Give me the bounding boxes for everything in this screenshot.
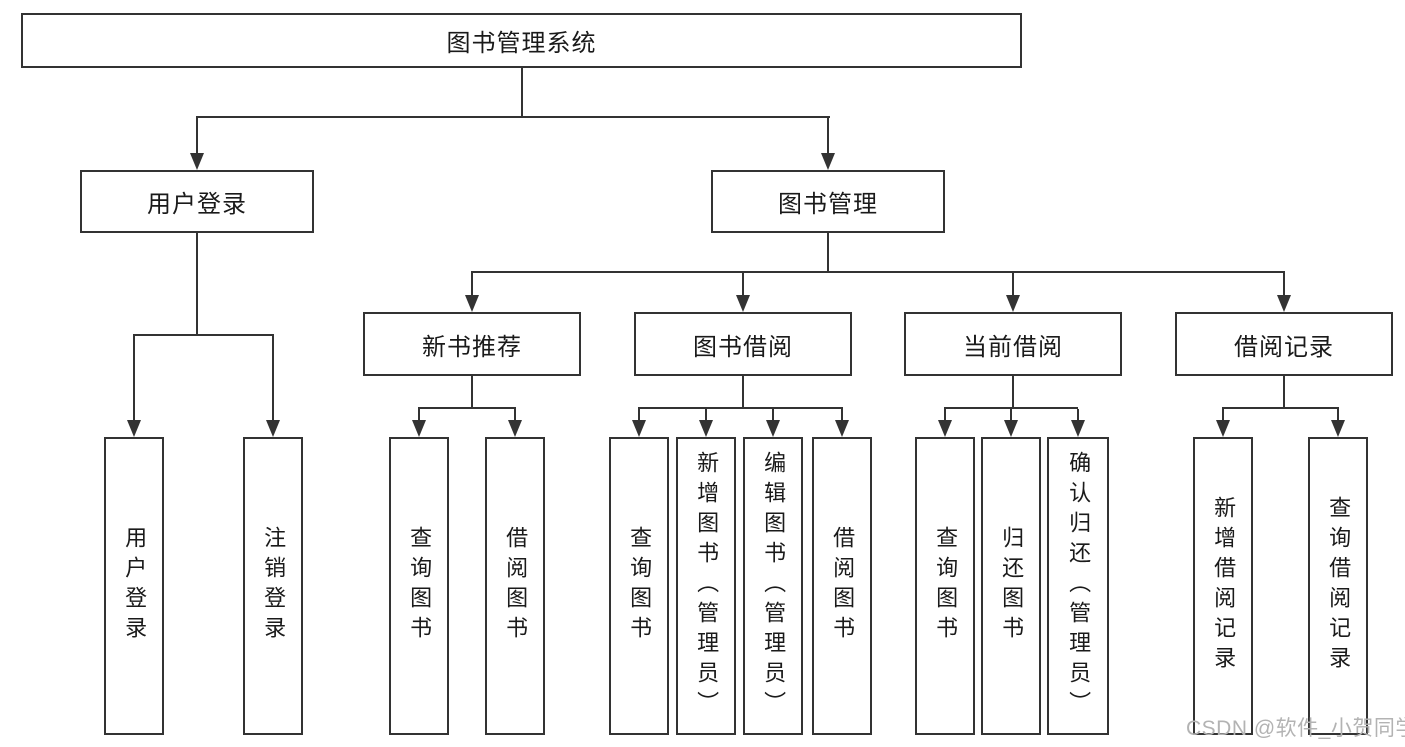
node-current-borrowing: 当前借阅	[904, 312, 1122, 376]
connector-line	[827, 231, 829, 273]
node-label: 图书管理	[778, 191, 878, 218]
node-label: 新增借阅记录	[1211, 496, 1237, 676]
arrowhead-down-icon	[1071, 420, 1085, 437]
arrowhead-down-icon	[1277, 295, 1291, 312]
arrowhead-down-icon	[412, 420, 426, 437]
leaf-query-borrow-record: 查询借阅记录	[1308, 437, 1368, 735]
connector-line	[1283, 273, 1285, 296]
leaf-borrow-books-recommend: 借阅图书	[485, 437, 545, 735]
arrowhead-down-icon	[1216, 420, 1230, 437]
connector-line	[196, 118, 198, 154]
connector-line	[841, 409, 843, 421]
node-label: 用户登录	[122, 526, 148, 646]
node-label: 归还图书	[999, 526, 1025, 646]
arrowhead-down-icon	[1004, 420, 1018, 437]
node-user-login-branch: 用户登录	[80, 170, 314, 233]
leaf-add-book-admin: 新增图书（管理员）	[676, 437, 736, 735]
connector-line	[742, 273, 744, 296]
node-label: 查询图书	[627, 526, 653, 646]
node-label: 新书推荐	[422, 333, 522, 361]
connector-line	[521, 66, 523, 118]
node-book-management: 图书管理	[711, 170, 945, 233]
leaf-logout: 注销登录	[243, 437, 303, 735]
connector-line	[1077, 409, 1079, 421]
arrowhead-down-icon	[938, 420, 952, 437]
connector-line	[772, 409, 774, 421]
node-label: 编辑图书（管理员）	[761, 451, 787, 721]
connector-line	[944, 409, 946, 421]
node-label: 图书借阅	[693, 333, 793, 361]
leaf-confirm-return-admin: 确认归还（管理员）	[1047, 437, 1109, 735]
connector-line	[638, 407, 843, 409]
node-label: 借阅记录	[1234, 333, 1334, 361]
leaf-query-books-recommend: 查询图书	[389, 437, 449, 735]
arrowhead-down-icon	[821, 153, 835, 170]
connector-line	[514, 409, 516, 421]
leaf-add-borrow-record: 新增借阅记录	[1193, 437, 1253, 735]
connector-line	[638, 409, 640, 421]
arrowhead-down-icon	[632, 420, 646, 437]
connector-line	[418, 409, 420, 421]
connector-line	[705, 409, 707, 421]
leaf-edit-book-admin: 编辑图书（管理员）	[743, 437, 803, 735]
node-new-book-recommend: 新书推荐	[363, 312, 581, 376]
arrowhead-down-icon	[508, 420, 522, 437]
connector-line	[827, 118, 829, 154]
connector-line	[196, 116, 830, 118]
node-label: 借阅图书	[830, 526, 856, 646]
arrowhead-down-icon	[835, 420, 849, 437]
leaf-user-login: 用户登录	[104, 437, 164, 735]
connector-line	[196, 231, 198, 335]
arrowhead-down-icon	[1331, 420, 1345, 437]
connector-line	[418, 407, 516, 409]
connector-line	[133, 336, 135, 421]
arrowhead-down-icon	[266, 420, 280, 437]
leaf-borrow-books-borrowing: 借阅图书	[812, 437, 872, 735]
connector-line	[1222, 407, 1339, 409]
connector-line	[1012, 273, 1014, 296]
connector-line	[471, 271, 1285, 273]
leaf-query-books-borrowing: 查询图书	[609, 437, 669, 735]
node-label: 新增图书（管理员）	[694, 451, 720, 721]
arrowhead-down-icon	[190, 153, 204, 170]
arrowhead-down-icon	[1006, 295, 1020, 312]
arrowhead-down-icon	[736, 295, 750, 312]
node-label: 当前借阅	[963, 333, 1063, 361]
leaf-query-books-current: 查询图书	[915, 437, 975, 735]
connector-line	[944, 407, 1078, 409]
connector-line	[1337, 409, 1339, 421]
node-label: 借阅图书	[503, 526, 529, 646]
leaf-return-book: 归还图书	[981, 437, 1041, 735]
arrowhead-down-icon	[699, 420, 713, 437]
arrowhead-down-icon	[465, 295, 479, 312]
node-label: 注销登录	[261, 526, 287, 646]
connector-line	[1012, 374, 1014, 408]
node-label: 用户登录	[147, 191, 247, 218]
node-label: 查询图书	[407, 526, 433, 646]
connector-line	[272, 336, 274, 421]
node-borrowing-records: 借阅记录	[1175, 312, 1393, 376]
connector-line	[742, 374, 744, 408]
csdn-watermark: CSDN @软件_小贺同学	[1186, 717, 1405, 740]
node-label: 查询借阅记录	[1326, 496, 1352, 676]
connector-line	[1222, 409, 1224, 421]
node-library-system: 图书管理系统	[21, 13, 1022, 68]
node-book-borrowing: 图书借阅	[634, 312, 852, 376]
node-label: 确认归还（管理员）	[1066, 451, 1092, 721]
connector-line	[1010, 409, 1012, 421]
arrowhead-down-icon	[127, 420, 141, 437]
connector-line	[1283, 374, 1285, 408]
connector-line	[471, 273, 473, 296]
node-label: 查询图书	[933, 526, 959, 646]
arrowhead-down-icon	[766, 420, 780, 437]
connector-line	[133, 334, 274, 336]
node-label: 图书管理系统	[446, 30, 597, 57]
connector-line	[471, 374, 473, 408]
